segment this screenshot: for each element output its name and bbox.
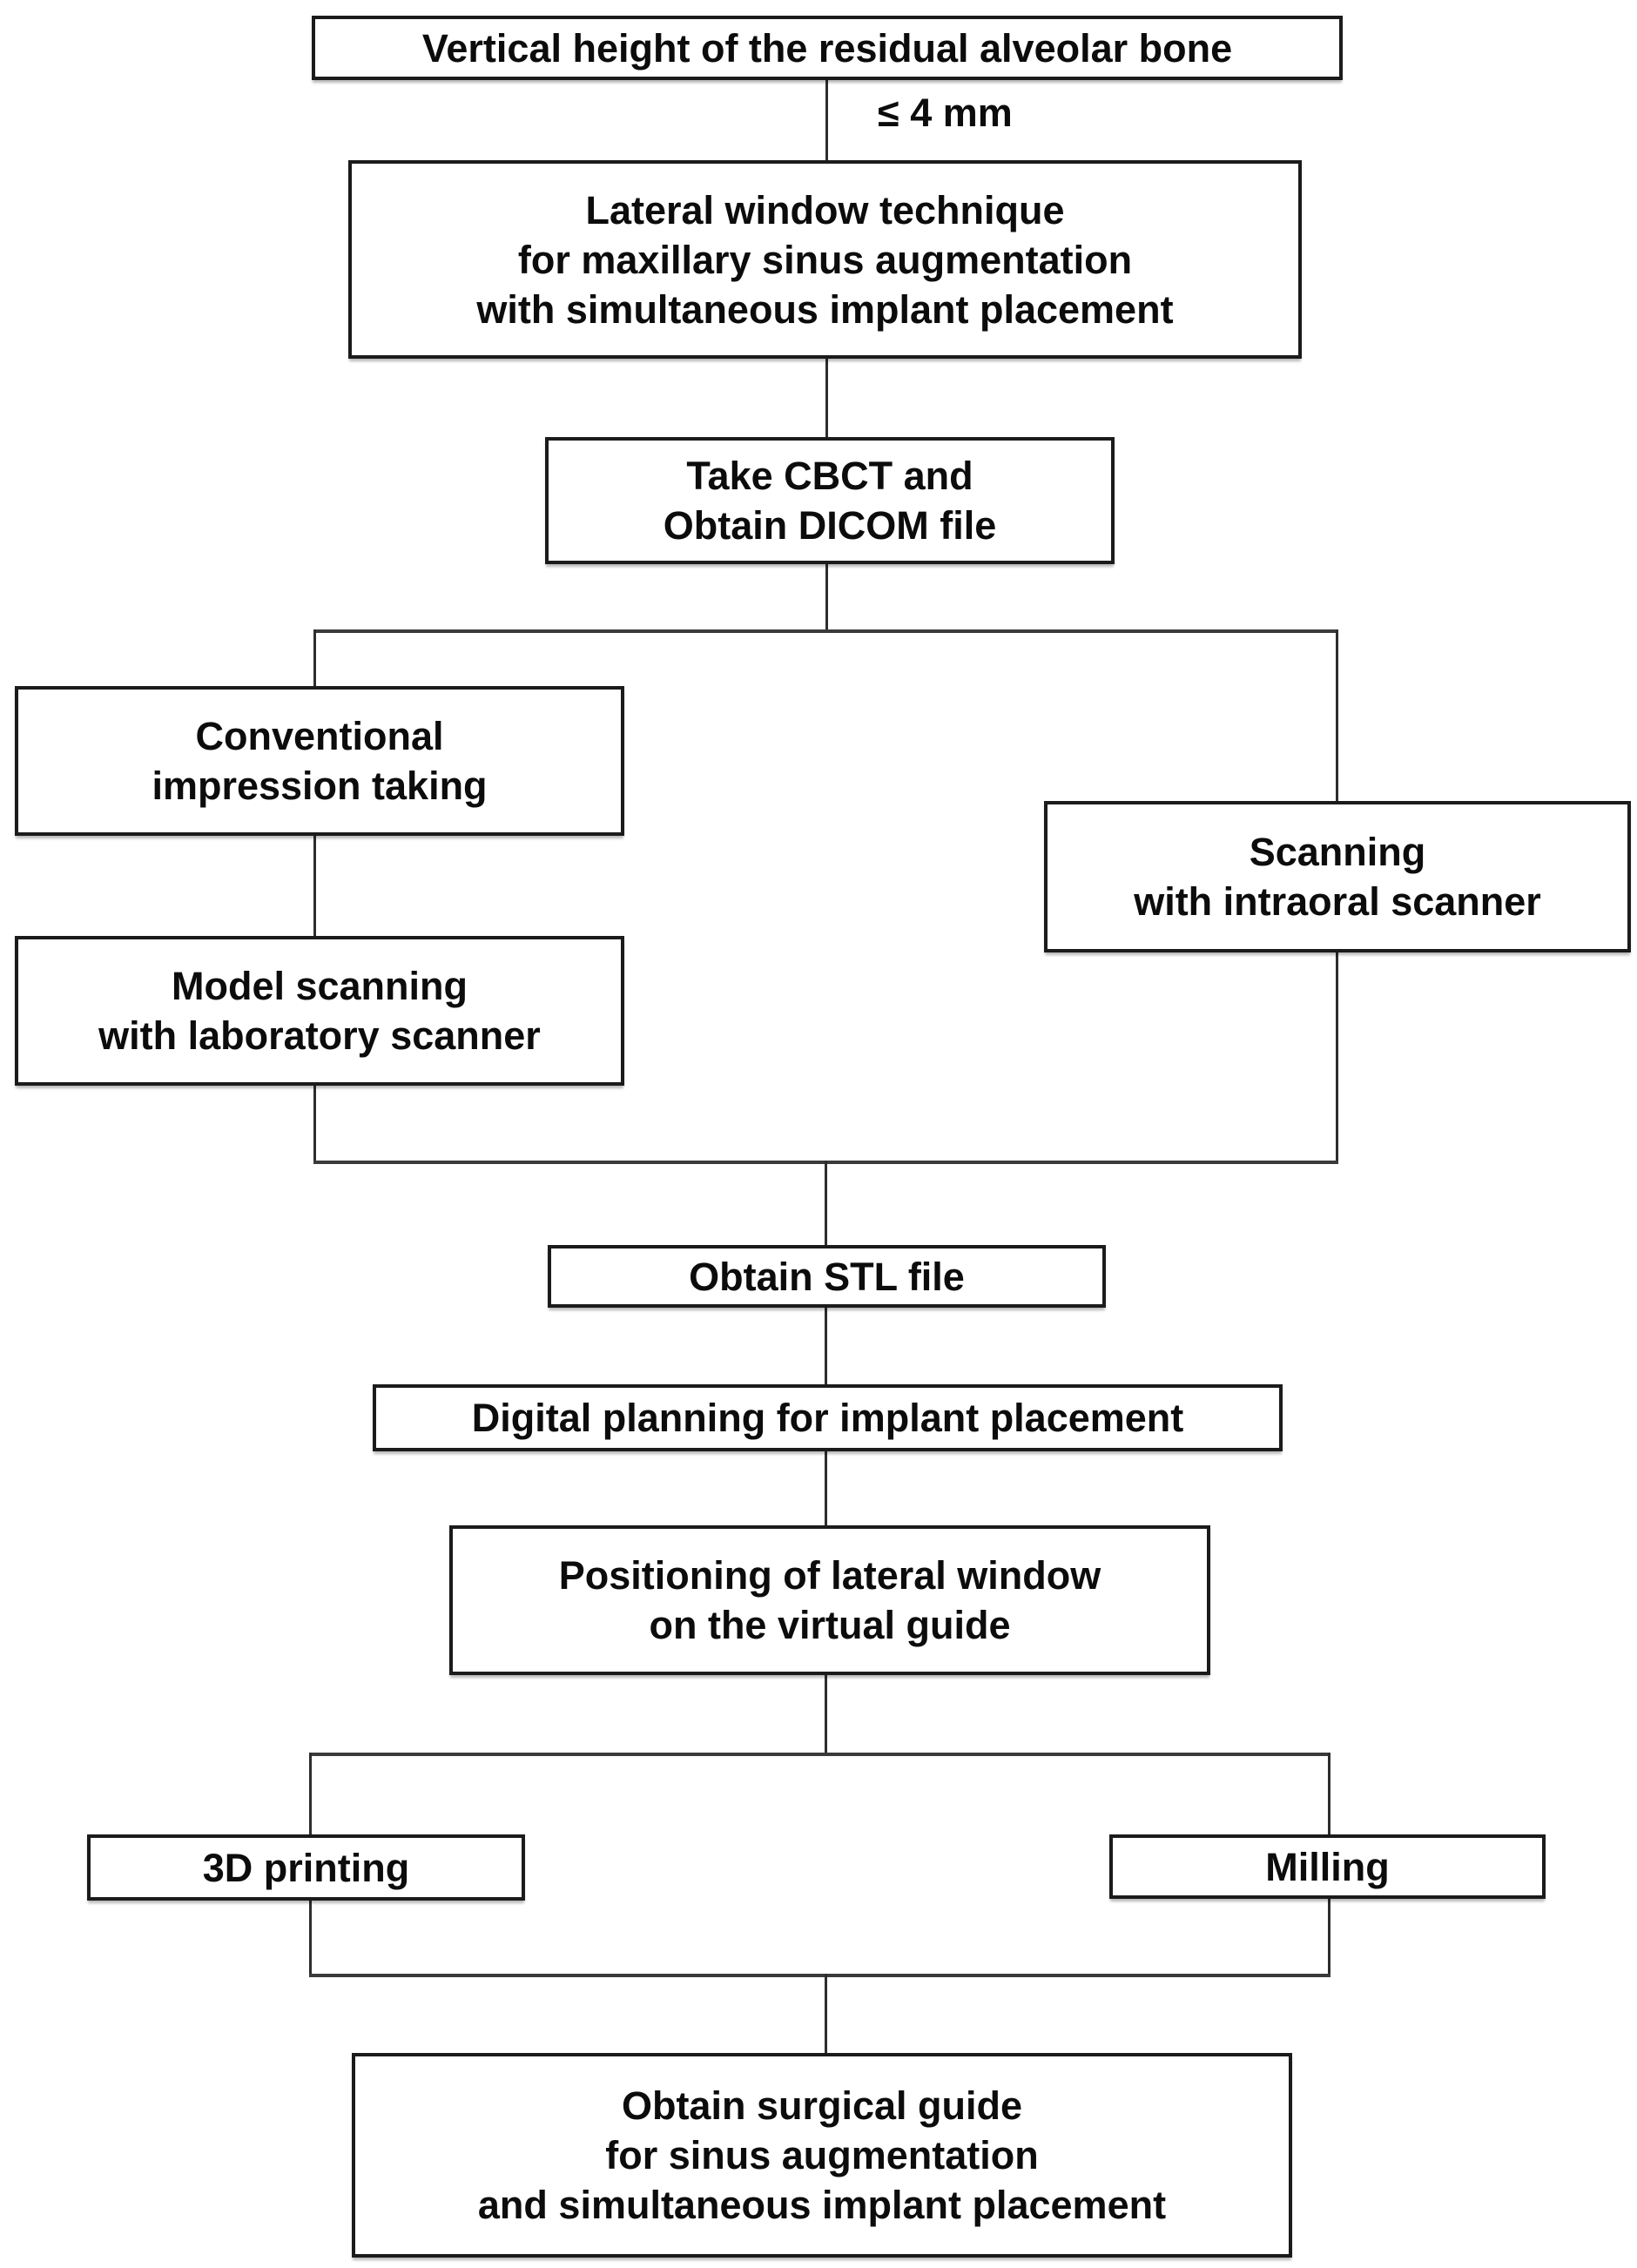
node-text: 3D printing: [202, 1845, 410, 1890]
connector-modelscanning-merge: [313, 1086, 316, 1164]
node-milling: Milling: [1109, 1834, 1546, 1899]
split-line-fabrication-branches: [309, 1753, 1330, 1756]
node-obtain-surgical-guide: Obtain surgical guide for sinus augmenta…: [352, 2053, 1292, 2258]
split-line-scanning-branches: [313, 629, 1338, 633]
connector-digitalplanning-positioning: [825, 1451, 827, 1525]
connector-split-milling: [1328, 1753, 1330, 1834]
node-text: Positioning of lateral window: [558, 1553, 1101, 1598]
connector-split-intraoral: [1336, 629, 1338, 801]
node-text: Take CBCT and: [686, 454, 973, 498]
node-lateral-window-technique: Lateral window technique for maxillary s…: [348, 160, 1302, 359]
node-text: Obtain surgical guide: [621, 2083, 1023, 2128]
node-text: Lateral window technique: [585, 187, 1065, 232]
connector-3dprinting-merge: [309, 1901, 312, 1976]
node-text: for sinus augmentation: [605, 2133, 1039, 2177]
connector-stl-digitalplanning: [825, 1308, 827, 1384]
node-text: with simultaneous implant placement: [476, 286, 1174, 332]
connector-milling-merge: [1328, 1899, 1330, 1976]
node-intraoral-scanning: Scanning with intraoral scanner: [1044, 801, 1631, 952]
node-digital-planning: Digital planning for implant placement: [373, 1384, 1283, 1451]
node-3d-printing: 3D printing: [87, 1834, 525, 1901]
node-text: Model scanning: [171, 964, 468, 1008]
node-take-cbct: Take CBCT and Obtain DICOM file: [545, 437, 1115, 564]
connector-cbct-split: [825, 564, 828, 632]
connector-positioning-split: [825, 1675, 827, 1755]
node-text: with laboratory scanner: [98, 1013, 541, 1058]
node-text: Milling: [1265, 1844, 1390, 1889]
node-text: with intraoral scanner: [1134, 879, 1541, 924]
connector-merge-surgicalguide: [825, 1974, 827, 2053]
connector-conventional-modelscanning: [313, 836, 316, 936]
connector-split-conventional: [313, 629, 316, 686]
connector-merge-stl: [825, 1161, 827, 1245]
connector-split-3dprinting: [309, 1753, 312, 1834]
node-text: and simultaneous implant placement: [477, 2183, 1167, 2227]
node-text: on the virtual guide: [649, 1603, 1011, 1647]
node-text: impression taking: [152, 764, 488, 808]
edge-label-4mm: ≤ 4 mm: [878, 91, 1013, 135]
connector-intraoral-merge: [1336, 952, 1338, 1164]
node-lateral-window-positioning: Positioning of lateral window on the vir…: [449, 1525, 1210, 1675]
node-text: Obtain STL file: [689, 1254, 965, 1299]
node-text: Scanning: [1249, 830, 1426, 874]
node-text: Conventional: [195, 714, 444, 758]
node-text: Vertical height of the residual alveolar…: [421, 25, 1233, 71]
connector-residualbone-lateralwindow: [825, 80, 828, 160]
node-text: Obtain DICOM file: [663, 503, 997, 548]
node-model-scanning: Model scanning with laboratory scanner: [15, 936, 624, 1086]
merge-line-fabrication-branches: [309, 1974, 1330, 1977]
node-obtain-stl: Obtain STL file: [548, 1245, 1106, 1308]
node-conventional-impression: Conventional impression taking: [15, 686, 624, 836]
node-residual-bone-height: Vertical height of the residual alveolar…: [312, 16, 1343, 80]
node-text: for maxillary sinus augmentation: [517, 237, 1133, 282]
connector-lateralwindow-cbct: [825, 359, 828, 437]
node-text: Digital planning for implant placement: [471, 1396, 1184, 1440]
